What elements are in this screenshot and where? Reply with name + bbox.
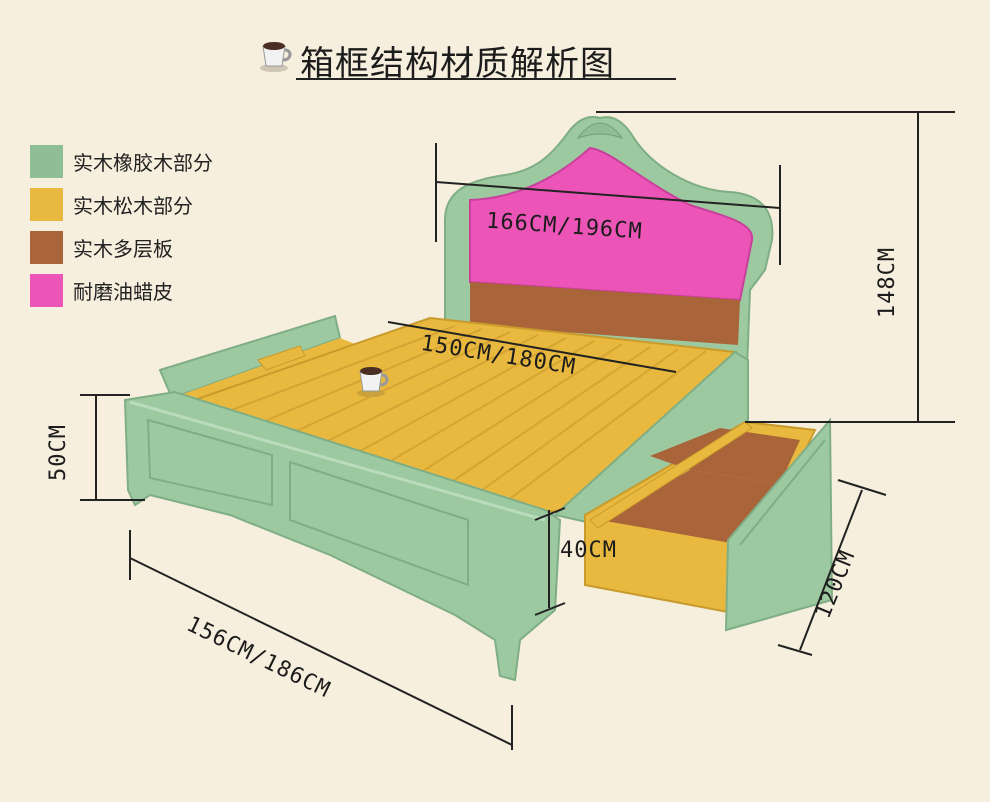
legend-swatch [30,274,63,307]
title-underline [296,78,676,80]
legend-label: 实木松木部分 [73,194,193,218]
legend-item-plywood: 实木多层板 [30,226,213,269]
material-legend: 实木橡胶木部分 实木松木部分 实木多层板 耐磨油蜡皮 [30,140,213,312]
legend-item-pine: 实木松木部分 [30,183,213,226]
coffee-cup-icon [357,367,389,397]
legend-label: 实木橡胶木部分 [73,151,213,175]
dimension-total-height: 148CM [875,246,901,319]
right-drawer [584,417,834,632]
footboard [123,390,562,682]
legend-item-leather: 耐磨油蜡皮 [30,269,213,312]
legend-label: 耐磨油蜡皮 [73,280,173,304]
coffee-cup-icon [260,42,292,72]
legend-swatch [30,188,63,221]
legend-swatch [30,231,63,264]
dimension-footboard-height: 50CM [45,424,71,481]
dimension-drawer-height: 40CM [560,538,617,563]
dimension-lines [80,111,955,750]
legend-item-rubberwood: 实木橡胶木部分 [30,140,213,183]
legend-label: 实木多层板 [73,237,173,261]
left-drawer [158,314,360,402]
legend-swatch [30,145,63,178]
page-title: 箱框结构材质解析图 [300,44,615,84]
